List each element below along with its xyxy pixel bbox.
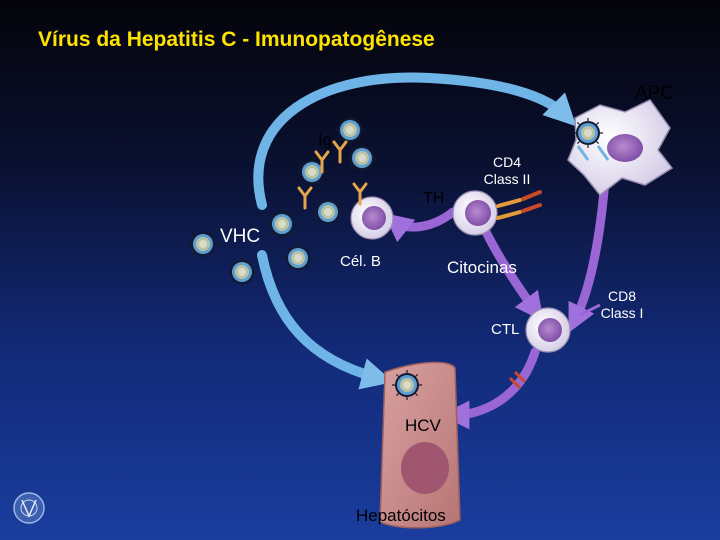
vhc-label: VHC: [220, 226, 261, 247]
antibody-icon: [297, 186, 313, 210]
th-label: TH: [423, 190, 445, 207]
hepatocyte: [379, 361, 461, 529]
virus-icon: [312, 196, 344, 228]
antibody-icon: [332, 140, 348, 164]
apc-virus-icon: [572, 117, 604, 149]
class-ii-label: Class II: [483, 171, 531, 187]
arrow-th-to-ctl: [480, 225, 544, 322]
apc-label: APC: [635, 83, 675, 104]
cel-b-label: Cél. B: [340, 253, 381, 270]
class-i-label: Class I: [600, 305, 644, 321]
citocinas-label: Citocinas: [447, 258, 517, 277]
cd4-label: CD4: [492, 154, 521, 170]
th-cell: [452, 190, 542, 236]
virus-icon: [226, 256, 258, 288]
arrow-apc-to-ctl: [568, 175, 610, 333]
arrow-vhc-to-hepatocyte: [257, 250, 394, 390]
virus-icon: [346, 142, 378, 174]
ctl-label: CTL: [491, 321, 520, 338]
arrow-th-to-bcell: [383, 207, 458, 243]
virus-icon: [334, 114, 366, 146]
virus-icon: [282, 242, 314, 274]
virus-icon: [266, 208, 298, 240]
ig-label: Ig: [318, 132, 332, 149]
arrow-ctl-to-hepatocyte: [440, 347, 540, 430]
ctl-cell: [508, 303, 601, 390]
cd8-label: CD8: [607, 288, 636, 304]
apc-cell: [567, 99, 674, 197]
vca-logo-icon: [13, 492, 45, 524]
hcv-label: HCV: [405, 416, 441, 435]
page-title: Vírus da Hepatitis C - Imunopatogênese: [38, 28, 435, 51]
hepatocyte-virus-icon: [391, 369, 423, 401]
arrow-vhc-to-apc: [253, 72, 577, 210]
b-cell: [350, 196, 394, 240]
hepatocitos-label: Hepatócitos: [356, 506, 446, 525]
virus-icon: [187, 228, 219, 260]
